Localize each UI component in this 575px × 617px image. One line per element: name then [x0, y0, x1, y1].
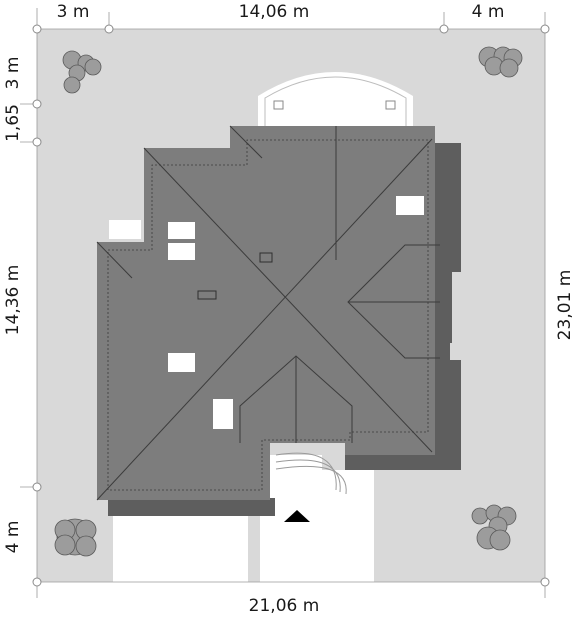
- dim-right: 23,01 m: [555, 270, 575, 341]
- terrace: [258, 72, 413, 128]
- roof: [97, 126, 435, 500]
- tree-icon: [478, 46, 523, 78]
- dim-left-second: 1,65: [3, 104, 23, 142]
- skylight: [213, 399, 233, 429]
- skylight: [168, 222, 195, 239]
- dim-bottom: 21,06 m: [249, 596, 320, 616]
- entrance-arrow-icon: [284, 510, 310, 522]
- tree-icon: [62, 50, 102, 94]
- roof-ridges: [96, 125, 440, 501]
- tree-icon: [54, 518, 97, 557]
- dim-left-middle: 14,36 m: [3, 265, 23, 336]
- skylight: [168, 353, 195, 372]
- chimney: [197, 290, 217, 300]
- dim-left-top: 3 m: [3, 57, 23, 90]
- skylight: [396, 196, 424, 215]
- dim-top-middle: 14,06 m: [239, 2, 310, 22]
- skylight: [168, 243, 195, 260]
- dimension-ticks: [32, 24, 550, 587]
- tree-icon: [471, 504, 517, 551]
- left-path: [113, 515, 248, 582]
- dim-left-bottom: 4 m: [3, 521, 23, 554]
- wall-outline: [107, 139, 429, 491]
- dim-top-right: 4 m: [472, 2, 505, 22]
- entrance-steps: [275, 452, 347, 495]
- skylights: [109, 196, 424, 429]
- dim-top-left: 3 m: [57, 2, 90, 22]
- roof-shadow: [108, 143, 461, 516]
- driveway: [322, 470, 374, 582]
- chimney: [259, 252, 273, 263]
- skylight: [109, 220, 141, 239]
